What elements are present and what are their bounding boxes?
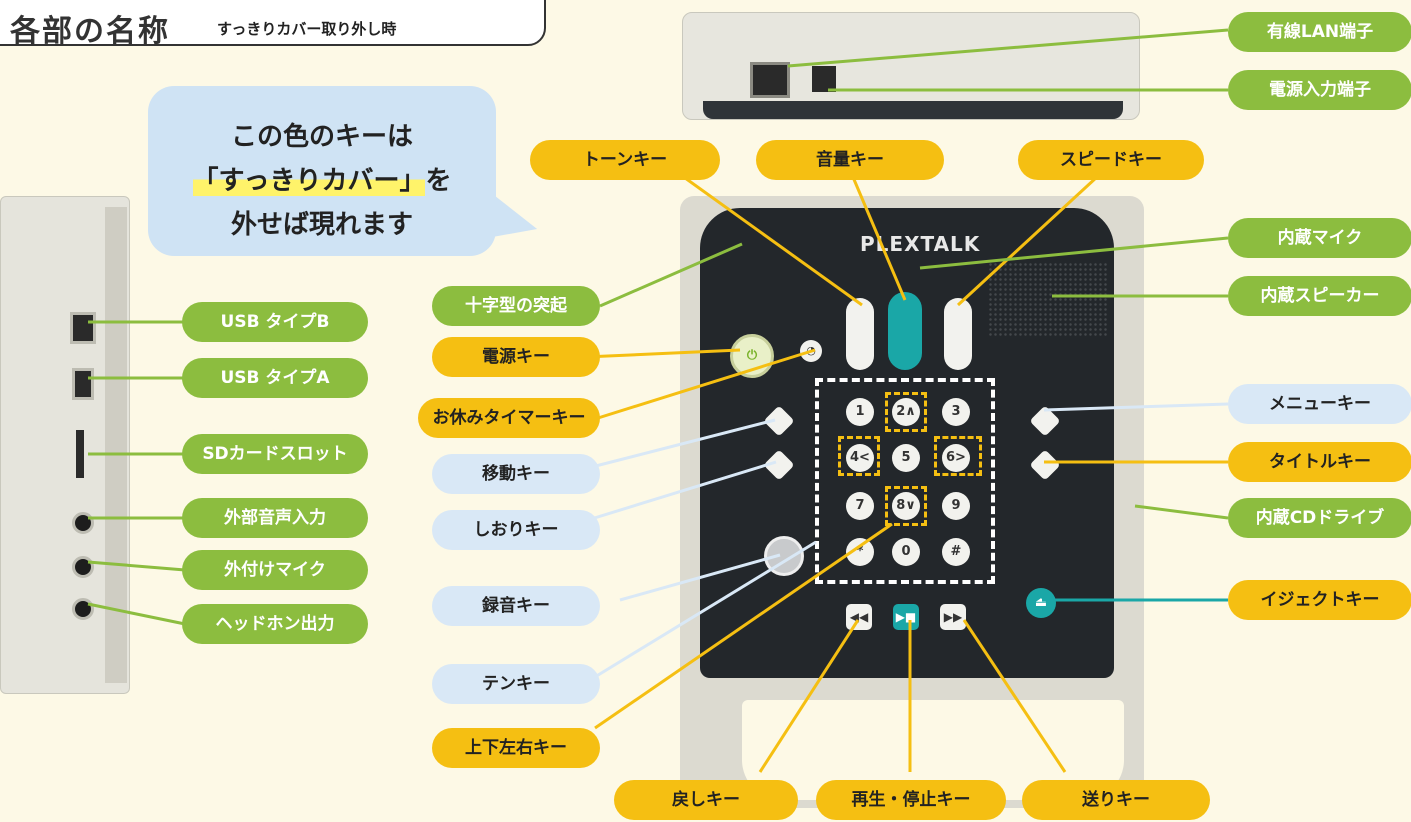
label-power-key: 電源キー [432,337,600,377]
speed-key-shape[interactable] [944,298,972,370]
line-rewind [758,619,860,773]
key-2[interactable]: 2∧ [892,398,920,426]
page-title: 各部の名称 [10,14,170,49]
line-tenkey [589,540,817,682]
line-headphone [87,602,186,626]
bubble-line-2-rest: を [425,166,452,196]
label-wired-lan: 有線LAN端子 [1228,12,1411,52]
line-menu [1043,402,1229,412]
label-speed-key: スピードキー [1018,140,1204,180]
label-builtin-speaker: 内蔵スピーカー [1228,276,1411,316]
eject-key-shape[interactable]: ⏏ [1026,588,1056,618]
key-9[interactable]: 9 [942,492,970,520]
label-sleep-timer-key: お休みタイマーキー [418,398,600,438]
key-0[interactable]: 0 [892,538,920,566]
line-power-key [584,348,741,359]
label-power-input: 電源入力端子 [1228,70,1411,110]
key-1[interactable]: 1 [846,398,874,426]
power-jack [812,66,836,92]
label-usb-a: USB タイプA [182,358,368,398]
line-arrow [594,522,893,730]
forward-key-shape[interactable]: ▶▶ [940,604,966,630]
label-play-stop-key: 再生・停止キー [816,780,1006,820]
key-6[interactable]: 6> [942,444,970,472]
label-eject-key: イジェクトキー [1228,580,1411,620]
arrow-key-outline-right [934,436,982,476]
key-4[interactable]: 4< [846,444,874,472]
line-cross [599,242,743,308]
label-title-key: タイトルキー [1228,442,1411,482]
volume-key-shape[interactable] [888,292,922,370]
label-sd-slot: SDカードスロット [182,434,368,474]
line-tone [659,158,863,307]
line-wired-lan [787,28,1229,68]
key-hash[interactable]: # [942,538,970,566]
bubble-line-1: この色のキーは [230,122,413,152]
label-tenkey: テンキー [432,664,600,704]
label-record-key: 録音キー [432,586,600,626]
bubble-line-3: 外せば現れます [230,210,413,240]
key-7[interactable]: 7 [846,492,874,520]
rewind-key-shape[interactable]: ◀◀ [846,604,872,630]
line-forward [962,619,1067,773]
tenkey-outline [815,378,995,584]
label-tone-key: トーンキー [530,140,720,180]
line-bookmark [574,460,777,526]
line-speed [956,163,1112,307]
arrow-key-outline-left [838,436,880,476]
label-menu-key: メニューキー [1228,384,1411,424]
line-move [579,418,776,472]
label-usb-b: USB タイプB [182,302,368,342]
lan-port [750,62,790,98]
key-8[interactable]: 8∨ [892,492,920,520]
label-bookmark-key: しおりキー [432,510,600,550]
line-mic [919,236,1229,270]
label-headphone-out: ヘッドホン出力 [182,604,368,644]
arrow-key-outline-down [885,486,927,526]
label-ext-audio-in: 外部音声入力 [182,498,368,538]
label-cross-bump: 十字型の突起 [432,286,600,326]
label-volume-key: 音量キー [756,140,944,180]
line-ext-mic [87,560,186,572]
record-key-shape[interactable] [764,536,804,576]
line-sleep [597,348,816,420]
device-top-bar [703,101,1123,119]
usb-b-port [70,312,96,344]
label-ext-mic: 外付けマイク [182,550,368,590]
key-5[interactable]: 5 [892,444,920,472]
bubble-line-2: 「すっきりカバー」を [148,160,496,197]
device-side-view [0,196,130,694]
line-volume [848,169,907,301]
line-cd [1134,504,1229,520]
key-3[interactable]: 3 [942,398,970,426]
sd-slot [76,430,84,478]
label-move-key: 移動キー [432,454,600,494]
label-arrow-key: 上下左右キー [432,728,600,768]
line-record [619,553,781,602]
usb-a-port [72,368,94,400]
tone-key-shape[interactable] [846,298,874,370]
label-builtin-cd: 内蔵CDドライブ [1228,498,1411,538]
label-rewind-key: 戻しキー [614,780,798,820]
title-box: 各部の名称 すっきりカバー取り外し時 [0,0,546,49]
bubble-highlight: 「すっきりカバー」 [192,166,426,196]
arrow-key-outline-up [885,392,927,432]
speaker-grille [988,262,1108,336]
label-builtin-mic: 内蔵マイク [1228,218,1411,258]
label-forward-key: 送りキー [1022,780,1210,820]
page-subtitle: すっきりカバー取り外し時 [217,20,397,38]
